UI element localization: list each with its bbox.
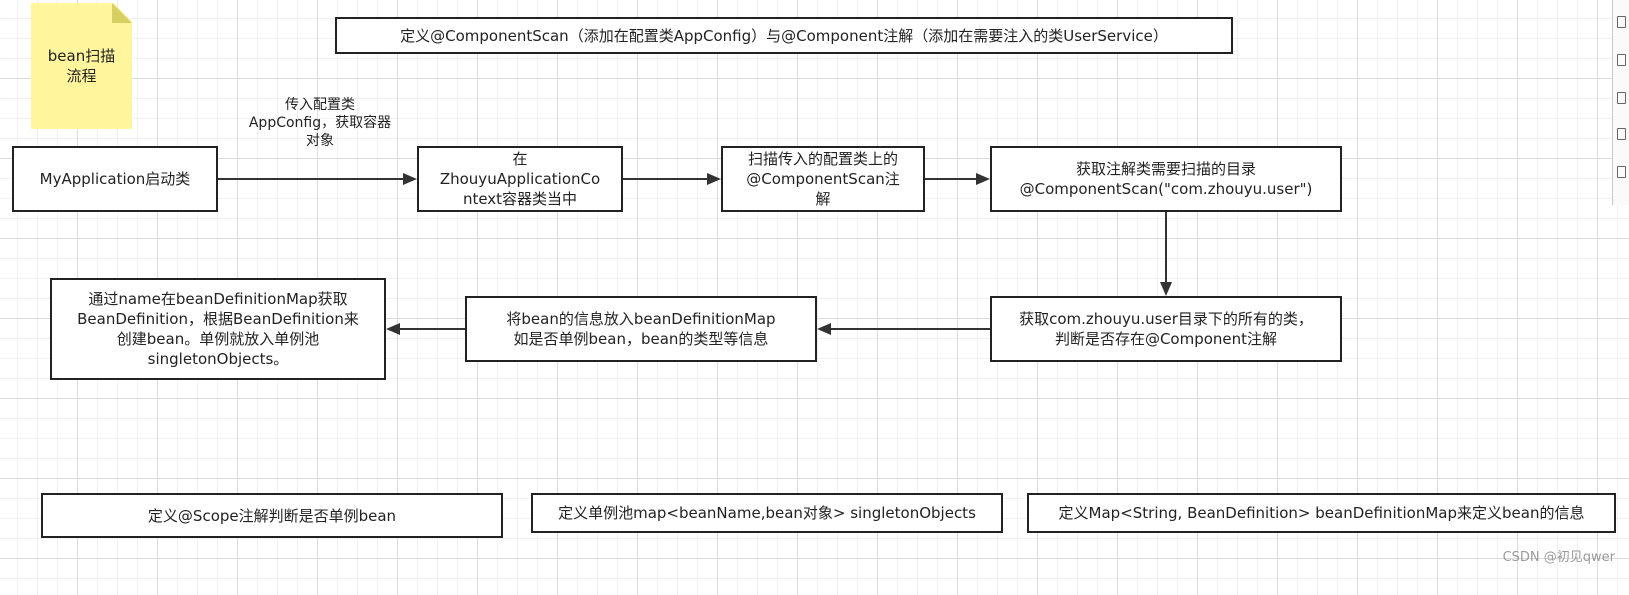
watermark: CSDN @初见qwer <box>1502 550 1615 565</box>
bottom-scope-box[interactable]: 定义@Scope注解判断是否单例bean <box>41 493 503 538</box>
node-scan-annotation-text: 扫描传入的配置类上的 @ComponentScan注 解 <box>746 150 900 208</box>
arrow-put-to-create-head <box>386 323 400 335</box>
toolbar-file-icon[interactable] <box>1617 16 1626 28</box>
bottom-bd-map-box[interactable]: 定义Map<String, BeanDefinition> beanDefini… <box>1027 493 1616 533</box>
node-put-info-text: 将bean的信息放入beanDefinitionMap 如是否单例bean，be… <box>506 310 776 348</box>
toolbar-page-icon[interactable] <box>1617 54 1626 66</box>
arrow-dir-to-classes-head <box>1160 282 1172 296</box>
top-banner-text: 定义@ComponentScan（添加在配置类AppConfig）与@Compo… <box>400 26 1168 45</box>
top-banner-box[interactable]: 定义@ComponentScan（添加在配置类AppConfig）与@Compo… <box>335 17 1233 54</box>
toolbar-comment-icon[interactable] <box>1617 166 1626 178</box>
arrow-context-to-scan-head <box>707 173 721 185</box>
node-put-info[interactable]: 将bean的信息放入beanDefinitionMap 如是否单例bean，be… <box>465 296 817 362</box>
bottom-singleton-pool-text: 定义单例池map<beanName,bean对象> singletonObjec… <box>558 504 976 522</box>
node-create-bean[interactable]: 通过name在beanDefinitionMap获取 BeanDefinitio… <box>50 278 386 380</box>
toolbar-flag-icon[interactable] <box>1617 128 1626 140</box>
arrow-scan-to-dir-line <box>925 178 976 180</box>
bottom-bd-map-text: 定义Map<String, BeanDefinition> beanDefini… <box>1058 504 1585 522</box>
node-get-directory-text: 获取注解类需要扫描的目录 @ComponentScan("com.zhouyu.… <box>1019 160 1313 198</box>
arrow-put-to-create-line <box>400 328 465 330</box>
toolbar-doc-icon[interactable] <box>1617 92 1626 104</box>
node-create-bean-text: 通过name在beanDefinitionMap获取 BeanDefinitio… <box>77 290 359 368</box>
sticky-note-fold <box>112 3 132 23</box>
right-toolbar <box>1612 0 1629 205</box>
arrow-scan-to-dir-head <box>976 173 990 185</box>
node-get-classes-text: 获取com.zhouyu.user目录下的所有的类， 判断是否存在@Compon… <box>1019 310 1313 348</box>
node-get-classes[interactable]: 获取com.zhouyu.user目录下的所有的类， 判断是否存在@Compon… <box>990 296 1342 362</box>
arrow-classes-to-put-head <box>817 323 831 335</box>
arrow-dir-to-classes-line <box>1165 212 1167 282</box>
node-scan-annotation[interactable]: 扫描传入的配置类上的 @ComponentScan注 解 <box>721 146 925 212</box>
node-context[interactable]: 在 ZhouyuApplicationCo ntext容器类当中 <box>417 146 623 212</box>
arrow-myapp-to-context-head <box>403 173 417 185</box>
node-get-directory[interactable]: 获取注解类需要扫描的目录 @ComponentScan("com.zhouyu.… <box>990 146 1342 212</box>
sticky-note[interactable]: bean扫描 流程 <box>31 3 132 129</box>
node-myapplication[interactable]: MyApplication启动类 <box>12 146 218 212</box>
node-myapplication-text: MyApplication启动类 <box>39 170 191 188</box>
node-context-text: 在 ZhouyuApplicationCo ntext容器类当中 <box>439 150 601 208</box>
arrow-classes-to-put-line <box>831 328 990 330</box>
bottom-singleton-pool-box[interactable]: 定义单例池map<beanName,bean对象> singletonObjec… <box>531 493 1003 533</box>
edge-label-appconfig: 传入配置类 AppConfig，获取容器 对象 <box>248 97 392 149</box>
arrow-context-to-scan-line <box>623 178 707 180</box>
arrow-myapp-to-context-line <box>218 178 403 180</box>
bottom-scope-text: 定义@Scope注解判断是否单例bean <box>147 506 397 525</box>
